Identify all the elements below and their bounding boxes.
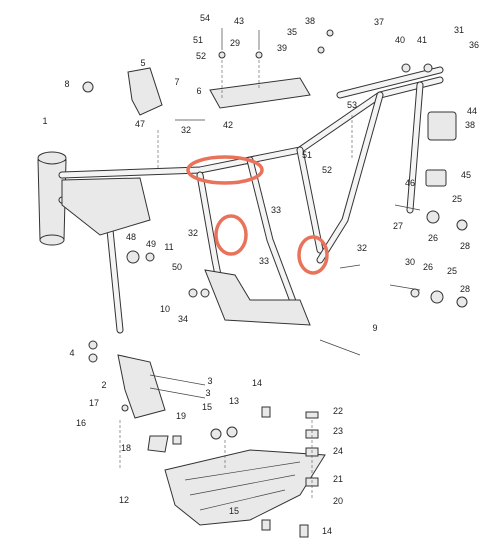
callout-c36: 36 [469, 40, 479, 50]
callout-c53: 53 [347, 100, 357, 110]
callout-c14b: 14 [322, 526, 332, 536]
callout-c41: 41 [417, 35, 427, 45]
callout-c46: 46 [405, 178, 415, 188]
callout-c1: 1 [42, 116, 47, 126]
callout-c26b: 26 [423, 262, 433, 272]
main-frame [58, 66, 444, 334]
engine-mount-plate [127, 67, 163, 116]
callout-c16: 16 [76, 418, 86, 428]
callout-c27: 27 [393, 221, 403, 231]
highlight-right-mount [297, 235, 329, 275]
callout-c48: 48 [126, 232, 136, 242]
callout-c39: 39 [277, 43, 287, 53]
callout-c5: 5 [140, 58, 145, 68]
callout-c26a: 26 [428, 233, 438, 243]
callout-c28a: 28 [460, 241, 470, 251]
callout-c3: 3 [207, 376, 212, 386]
callout-c45: 45 [461, 170, 471, 180]
callout-c11: 11 [164, 242, 173, 252]
callout-c51b: 51 [302, 150, 312, 160]
callout-c4: 4 [69, 348, 74, 358]
callout-c21: 21 [333, 474, 343, 484]
callout-c51a: 51 [193, 35, 203, 45]
callout-c17: 17 [89, 398, 99, 408]
callout-c18: 18 [121, 443, 131, 453]
callout-c24: 24 [333, 446, 343, 456]
guide-lines [119, 60, 353, 500]
callout-c37: 37 [374, 17, 384, 27]
callout-c38b: 38 [465, 120, 475, 130]
callout-c19: 19 [176, 411, 186, 421]
callout-c34: 34 [178, 314, 188, 324]
highlights [186, 155, 329, 275]
callout-c43: 43 [234, 16, 244, 26]
callout-c8: 8 [64, 79, 69, 89]
highlight-middle-mount [214, 214, 248, 256]
callout-c22: 22 [333, 406, 343, 416]
highlight-upper-mount [186, 155, 264, 185]
callout-c33b: 33 [259, 256, 269, 266]
skid-plate [164, 449, 326, 526]
callout-c14a: 14 [252, 378, 262, 388]
callout-c32c: 32 [357, 243, 367, 253]
callout-c13: 13 [229, 396, 239, 406]
callout-c28b: 28 [460, 284, 470, 294]
callout-c10: 10 [160, 304, 170, 314]
callout-c44: 44 [467, 106, 477, 116]
box-46 [425, 169, 447, 187]
callout-c33a: 33 [271, 205, 281, 215]
callout-c2: 2 [101, 380, 106, 390]
callout-c31: 31 [454, 25, 464, 35]
callout-c12: 12 [119, 495, 129, 505]
callout-c30: 30 [405, 257, 415, 267]
callout-c15a: 15 [202, 402, 212, 412]
callout-c9: 9 [372, 323, 377, 333]
callout-c49: 49 [146, 239, 156, 249]
callout-c25a: 25 [452, 194, 462, 204]
callout-c50: 50 [172, 262, 182, 272]
callout-c52a: 52 [196, 51, 206, 61]
bracket-plate [117, 354, 166, 419]
callout-c38a: 38 [305, 16, 315, 26]
callout-c52b: 52 [322, 165, 332, 175]
callout-c40: 40 [395, 35, 405, 45]
callout-c42: 42 [223, 120, 233, 130]
mount-bracket-42 [209, 77, 311, 109]
callout-c47: 47 [135, 119, 145, 129]
callout-c32b: 32 [188, 228, 198, 238]
callout-c54: 54 [200, 13, 210, 23]
callout-c7: 7 [174, 77, 179, 87]
callout-c25b: 25 [447, 266, 457, 276]
callout-c35: 35 [287, 27, 297, 37]
callout-c20: 20 [333, 496, 343, 506]
box-44 [427, 111, 457, 141]
steering-head-tube [37, 151, 67, 246]
callout-c29: 29 [230, 38, 240, 48]
callout-c32a: 32 [181, 125, 191, 135]
callout-c6: 6 [196, 86, 201, 96]
callout-c3b: 3 [205, 388, 210, 398]
callout-c15b: 15 [229, 506, 239, 516]
callout-c23: 23 [333, 426, 343, 436]
